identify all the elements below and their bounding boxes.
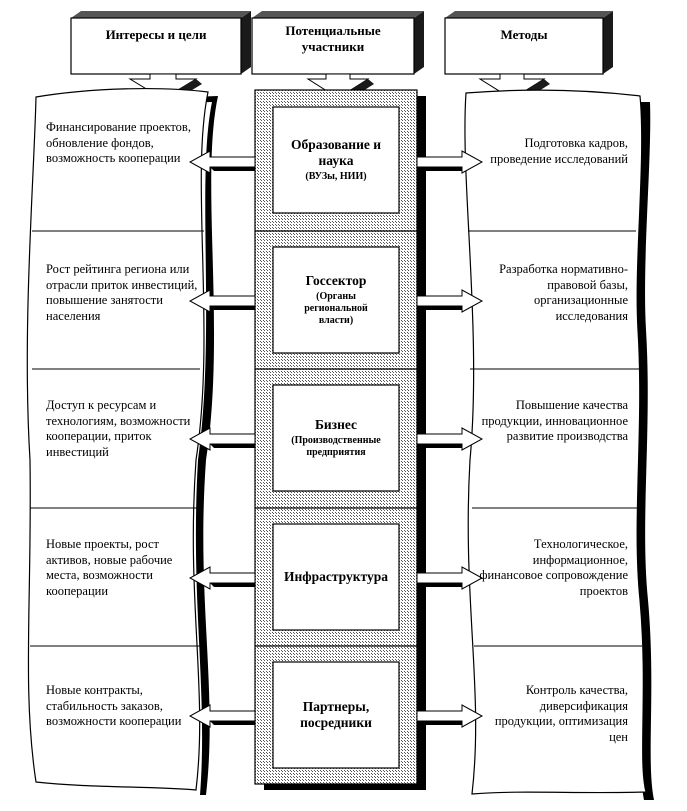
participant-sub-2: (Органы региональной власти) [304, 291, 368, 326]
methods-text-3: Повышение качества продукции, инновацион… [481, 398, 628, 443]
interests-banner [26, 87, 218, 795]
interests-text-3: Доступ к ресурсам и технологиям, возможн… [46, 398, 191, 459]
methods-text-5: Контроль качества, диверсификация продук… [494, 683, 628, 744]
participants-column [254, 89, 426, 790]
participant-name-5: Партнеры, посредники [300, 699, 372, 730]
participant-sub-1: (ВУЗы, НИИ) [305, 171, 367, 182]
participant-name-2: Госсектор [305, 273, 367, 288]
interests-text-2: Рост рейтинга региона или отрасли приток… [46, 262, 198, 323]
participant-box-2: Госсектор (Органы региональной власти) [273, 247, 399, 353]
header-methods-box [444, 11, 613, 75]
row-arrows [188, 150, 484, 728]
participant-name-3: Бизнес [314, 417, 358, 432]
methods-text-4: Технологическое, информационное, финансо… [479, 537, 628, 598]
header-participants-box [251, 11, 424, 75]
participant-name-4: Инфраструктура [284, 569, 388, 584]
header-participants: Потенциальные участники [285, 23, 381, 54]
interests-text-4: Новые проекты, рост активов, новые рабоч… [46, 537, 173, 598]
participant-name-1: Образование и наука [290, 137, 381, 168]
participant-box-1: Образование и наука (ВУЗы, НИИ) [273, 107, 399, 213]
header-interests: Интересы и цели [105, 27, 207, 42]
methods-text-2: Разработка нормативно-правовой базы, орг… [499, 262, 628, 323]
participant-box-3: Бизнес (Производственные предприятия [273, 385, 399, 491]
participant-sub-3: (Производственные предприятия [291, 435, 381, 458]
interests-text-5: Новые контракты, стабильность заказов, в… [46, 683, 182, 728]
interests-text-1: Финансирование проектов, обновление фонд… [46, 120, 191, 165]
methods-banner [464, 89, 654, 800]
participant-box-5: Партнеры, посредники [273, 662, 399, 768]
participant-box-4: Инфраструктура [273, 524, 399, 630]
header-methods: Методы [500, 27, 548, 42]
header-interests-box [70, 11, 251, 75]
methods-text-1: Подготовка кадров, проведение исследован… [490, 136, 628, 166]
